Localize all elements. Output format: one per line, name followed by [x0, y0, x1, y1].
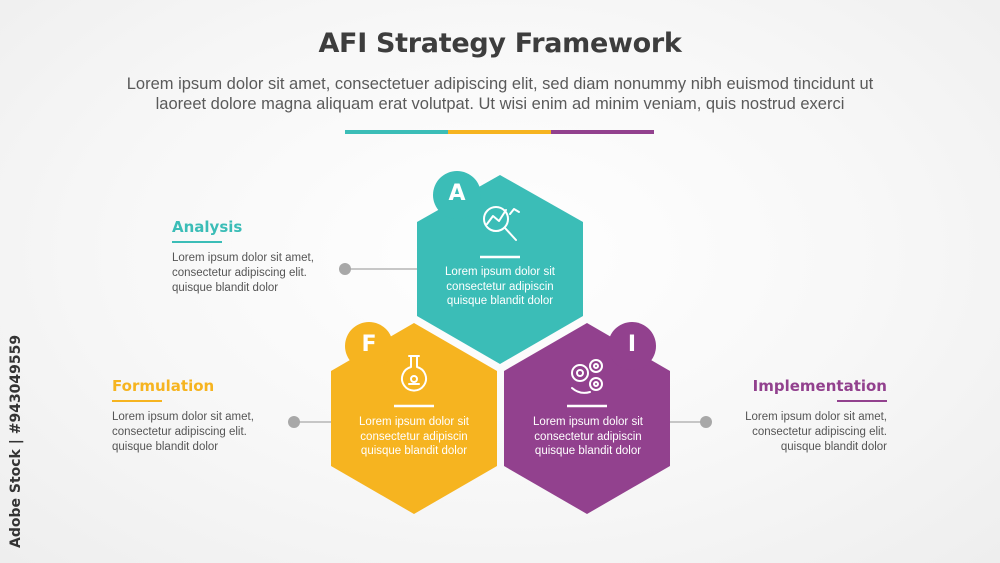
badge-implementation [608, 322, 656, 370]
side-underline-analysis [172, 241, 222, 243]
side-desc-line: consectetur adipiscing elit. [752, 426, 887, 438]
connector-dot-formulation [288, 416, 300, 428]
side-underline-implementation [837, 400, 887, 402]
side-desc-line: quisque blandit dolor [780, 441, 887, 453]
hex-text-line: Lorem ipsum dolor sit [533, 416, 643, 428]
hex-text-line: Lorem ipsum dolor sit [359, 416, 469, 428]
subtitle-line-2: laoreet dolore magna aliquam erat volutp… [155, 95, 845, 113]
gears-icon [571, 359, 603, 394]
hexagon-formulation [331, 322, 497, 514]
page-title: AFI Strategy Framework [318, 28, 682, 59]
subtitle-line-1: Lorem ipsum dolor sit amet, consectetuer… [126, 75, 874, 93]
title-color-bar-teal [345, 130, 448, 134]
side-title-implementation: Implementation [752, 377, 887, 395]
hex-text-implementation: Lorem ipsum dolor sit consectetur adipis… [513, 415, 663, 459]
title-color-bar-purple [551, 130, 654, 134]
side-desc-line: quisque blandit dolor [112, 441, 219, 453]
side-desc-analysis: Lorem ipsum dolor sit amet, consectetur … [172, 251, 314, 296]
hex-text-formulation: Lorem ipsum dolor sit consectetur adipis… [339, 415, 489, 459]
hexagon-analysis [417, 171, 583, 364]
hex-text-line: consectetur adipiscin [534, 430, 642, 443]
connectors [288, 263, 712, 428]
side-desc-line: Lorem ipsum dolor sit amet, [172, 252, 314, 264]
side-title-analysis: Analysis [172, 218, 243, 236]
connector-dot-analysis [339, 263, 351, 275]
stock-id-label: Adobe Stock | #943049559 [8, 334, 24, 548]
side-desc-line: Lorem ipsum dolor sit amet, [112, 411, 254, 423]
hex-text-analysis: Lorem ipsum dolor sit consectetur adipis… [425, 265, 575, 309]
side-desc-line: Lorem ipsum dolor sit amet, [745, 411, 887, 423]
flask-icon [401, 355, 427, 392]
hex-text-line: quisque blandit dolor [446, 295, 554, 307]
hex-text-line: consectetur adipiscin [446, 280, 554, 293]
side-desc-implementation: Lorem ipsum dolor sit amet, consectetur … [745, 410, 887, 455]
connector-dot-implementation [700, 416, 712, 428]
badge-letter-implementation: I [627, 332, 637, 357]
badge-letter-analysis: A [448, 181, 466, 206]
side-desc-line: consectetur adipiscing elit. [112, 426, 247, 438]
hex-text-line: quisque blandit dolor [360, 445, 468, 457]
hexagon-implementation [504, 322, 670, 514]
side-desc-line: quisque blandit dolor [172, 282, 279, 294]
badge-formulation [345, 322, 393, 370]
side-title-formulation: Formulation [112, 377, 215, 395]
title-color-bar-yellow [448, 130, 551, 134]
badge-letter-formulation: F [361, 332, 377, 357]
badge-analysis [433, 171, 481, 219]
side-underline-formulation [112, 400, 162, 402]
side-desc-formulation: Lorem ipsum dolor sit amet, consectetur … [112, 410, 254, 455]
page-subtitle: Lorem ipsum dolor sit amet, consectetuer… [60, 74, 940, 114]
analytics-magnifier-icon [483, 206, 520, 241]
hex-text-line: consectetur adipiscin [360, 430, 468, 443]
hex-text-line: quisque blandit dolor [534, 445, 642, 457]
side-desc-line: consectetur adipiscing elit. [172, 267, 307, 279]
hex-text-line: Lorem ipsum dolor sit [445, 266, 555, 278]
